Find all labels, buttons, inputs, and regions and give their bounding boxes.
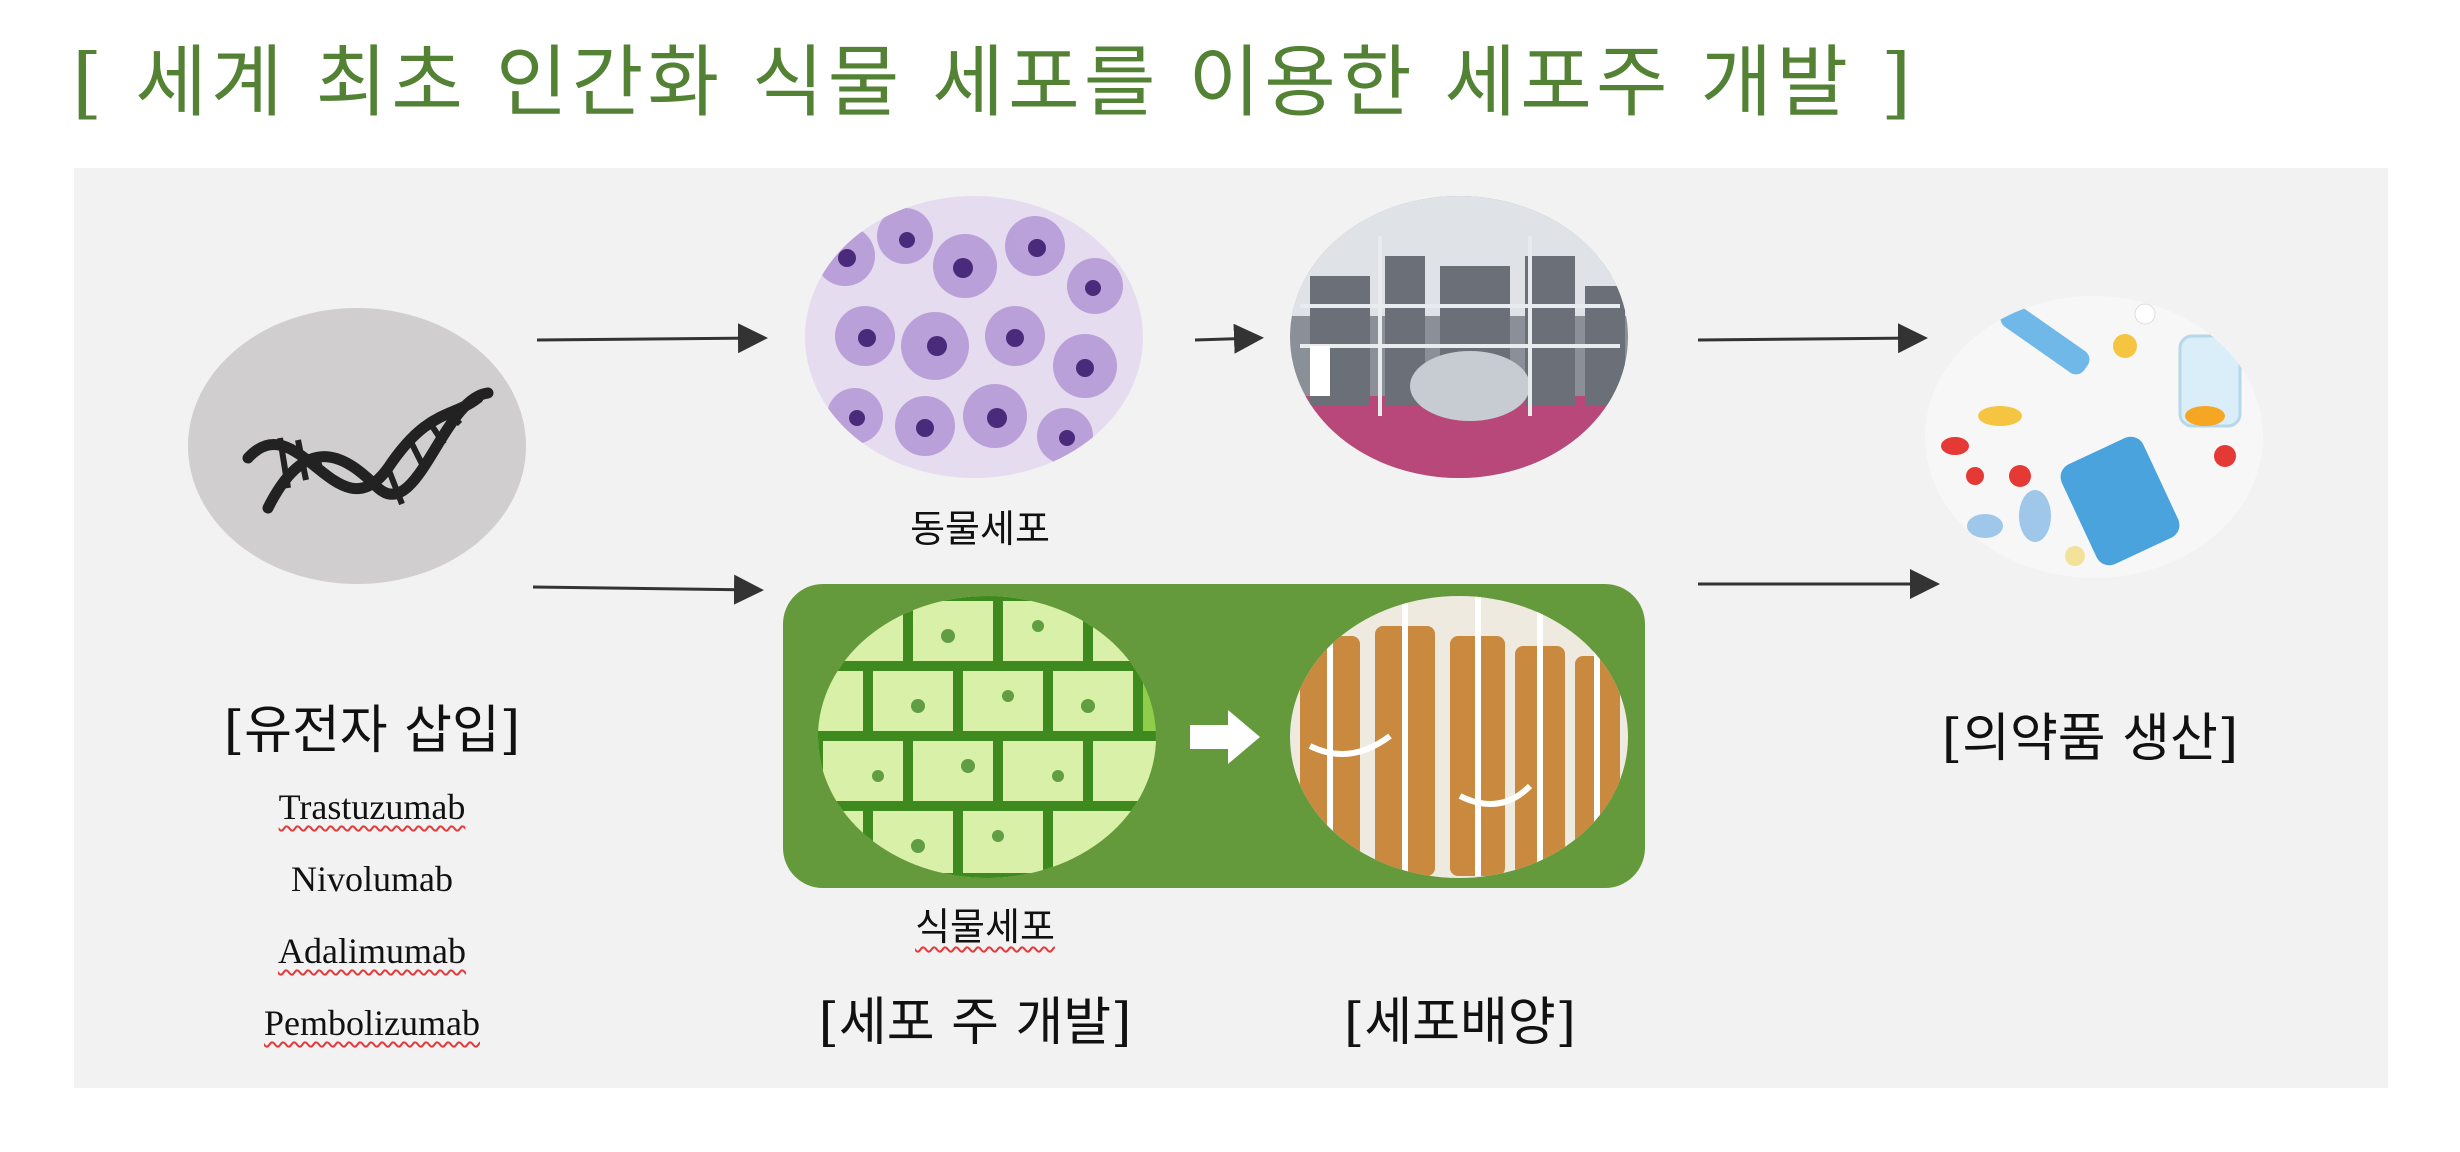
bioreactor-facility-photo <box>1290 196 1628 478</box>
arrow-gene-to-plant <box>532 574 764 605</box>
dna-helix-icon <box>242 387 494 514</box>
animal-cell-micrograph <box>805 196 1143 478</box>
animal-cell-label: 동물세포 <box>910 507 1050 551</box>
arrow-gene-to-animal <box>536 323 768 354</box>
antibody-trastuzumab: Trastuzumab <box>278 787 466 827</box>
cell-line-dev-label: [세포 주 개발] <box>818 993 1132 1053</box>
page-title: [ 세계 최초 인간화 식물 세포를 이용한 세포주 개발 ] <box>72 38 1916 128</box>
arrow-animal-to-bioreactor <box>1194 323 1264 354</box>
gene-insertion-label: [유전자 삽입] <box>223 701 521 761</box>
drug-production-label: [의약품 생산] <box>1941 709 2239 769</box>
white-block-arrow-icon <box>1190 710 1260 764</box>
culture-bags-photo <box>1290 596 1628 878</box>
antibody-pembolizumab: Pembolizumab <box>264 1003 480 1043</box>
antibody-adalimumab: Adalimumab <box>278 931 466 971</box>
dna-oval <box>188 308 526 584</box>
cell-culture-label: [세포배양] <box>1344 993 1576 1053</box>
pills-and-vials-photo <box>1925 296 2263 578</box>
arrow-bioreactor-to-drug <box>1697 323 1928 354</box>
plant-cell-label: 식물세포 <box>915 905 1055 949</box>
antibody-nivolumab: Nivolumab <box>291 859 453 899</box>
